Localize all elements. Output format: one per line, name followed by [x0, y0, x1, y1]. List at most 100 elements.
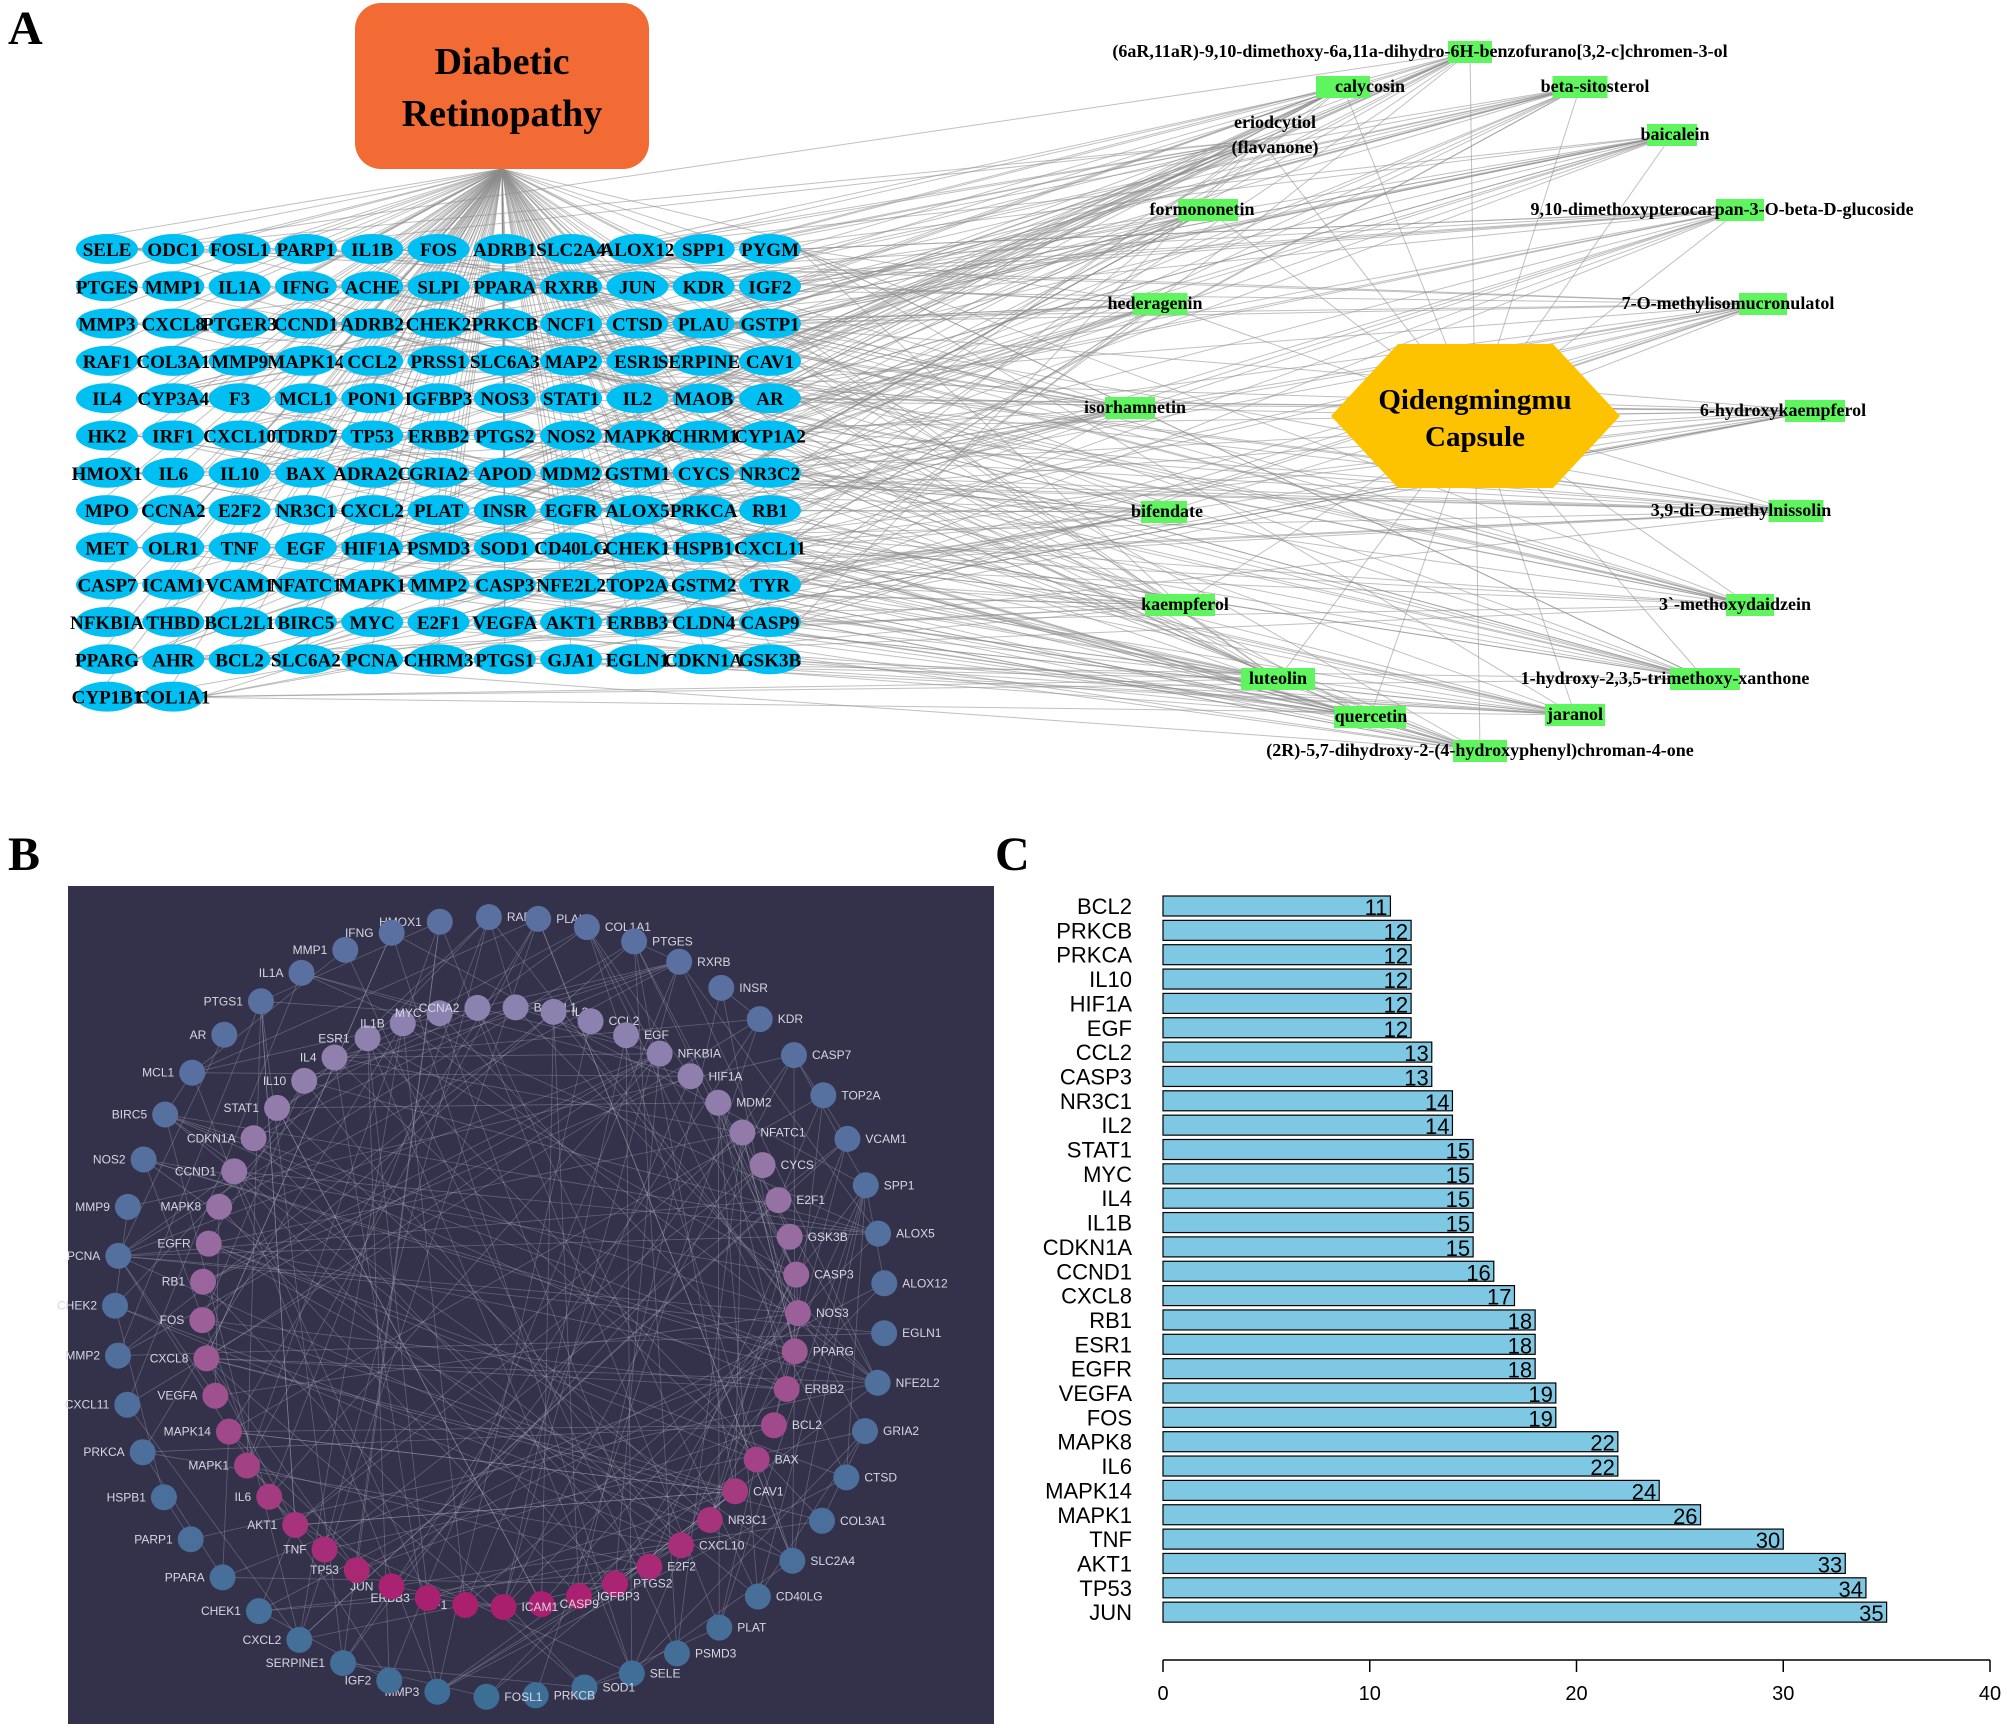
- ppi-edge: [778, 1095, 824, 1201]
- gene-node: [672, 644, 735, 675]
- ppi-edge: [586, 926, 691, 1077]
- gene-node-label: MAP2: [545, 352, 598, 373]
- network-edge: [267, 139, 1261, 250]
- ppi-node: [776, 1223, 803, 1250]
- ppi-node: [189, 1307, 216, 1334]
- x-axis-tick-label: 40: [1979, 1683, 2001, 1705]
- gene-node-label: VCAM1: [205, 576, 274, 597]
- gene-node: [142, 532, 205, 563]
- bar-category-label: MYC: [1083, 1162, 1132, 1187]
- bar-value-label: 13: [1404, 1065, 1428, 1090]
- ppi-node: [105, 1342, 132, 1369]
- ppi-node: [288, 959, 315, 986]
- ppi-node: [376, 1667, 403, 1694]
- gene-node: [76, 457, 138, 488]
- compound-node: [1739, 293, 1787, 315]
- gene-node-label: IL4: [92, 389, 122, 410]
- gene-node-label: HSPB1: [674, 538, 733, 559]
- ppi-edge: [465, 1312, 799, 1606]
- ppi-node: [179, 1059, 206, 1086]
- ppi-node-label: ALOX12: [902, 1276, 948, 1290]
- gene-node: [341, 457, 404, 488]
- ppi-edge: [367, 1037, 797, 1276]
- network-edge: [731, 509, 1165, 513]
- gene-node-label: HIF1A: [344, 538, 401, 559]
- compound-node-label: bifendate: [1131, 501, 1203, 521]
- gene-node: [341, 271, 404, 302]
- ppi-edge: [717, 1102, 788, 1390]
- bar-category-label: VEGFA: [1059, 1381, 1133, 1406]
- bar: [1162, 1114, 1454, 1136]
- bar-category-label: CCL2: [1076, 1040, 1132, 1065]
- gene-node: [407, 644, 470, 675]
- compound-node: [1145, 594, 1215, 616]
- ppi-node-label: MMP2: [65, 1349, 100, 1363]
- ppi-node-label: ESR1: [318, 1031, 350, 1045]
- ppi-edge: [541, 1011, 554, 1605]
- gene-node: [739, 308, 801, 339]
- gene-node: [76, 495, 138, 526]
- formula-node-label-line2: Capsule: [1425, 421, 1525, 453]
- network-edge: [731, 397, 1279, 680]
- ppi-node-label: MAPK1: [188, 1459, 229, 1473]
- network-edge: [797, 303, 1764, 436]
- gene-node-label: MAPK1: [338, 576, 406, 597]
- ppi-node: [105, 1242, 132, 1269]
- bar: [1162, 944, 1412, 966]
- ppi-node-label: TP53: [310, 1563, 339, 1577]
- gene-node-label: IL10: [220, 464, 259, 485]
- network-edge: [305, 168, 503, 236]
- ppi-node-label: PLAT: [737, 1621, 767, 1635]
- gene-node-label: CD40LG: [534, 538, 608, 559]
- network-edge: [305, 168, 503, 571]
- ppi-edge: [503, 1233, 879, 1608]
- ppi-node-label: PPARA: [165, 1570, 205, 1584]
- ppi-edge: [648, 1236, 791, 1567]
- network-edge: [333, 621, 1576, 716]
- network-edge: [201, 86, 1581, 436]
- ppi-edge: [614, 1382, 878, 1585]
- ppi-node-label: IL1A: [259, 966, 284, 980]
- gene-node: [407, 607, 470, 637]
- ppi-node-label: MDM2: [736, 1096, 772, 1110]
- ppi-node: [602, 1570, 629, 1597]
- ppi-edge: [206, 932, 393, 1359]
- gene-node-label: CYP1A2: [734, 427, 806, 448]
- bar-value-label: 24: [1632, 1479, 1656, 1504]
- ppi-edge: [578, 1544, 682, 1597]
- ppi-node: [618, 1660, 645, 1687]
- gene-node: [473, 532, 536, 563]
- network-edge: [267, 51, 1471, 660]
- network-edge: [797, 134, 1673, 399]
- compound-node: [1132, 293, 1188, 315]
- ppi-edge: [258, 1566, 650, 1612]
- compound-node: [1448, 41, 1492, 63]
- ppi-edge: [127, 1018, 760, 1406]
- ppi-node: [247, 988, 274, 1015]
- formula-node-label-line1: Qidengmingmu: [1378, 384, 1571, 416]
- ppi-node: [152, 1101, 179, 1128]
- ppi-edge: [342, 1662, 487, 1698]
- ppi-edge: [437, 1459, 757, 1693]
- gene-node-label: CASP9: [740, 613, 799, 634]
- gene-node-label: OLR1: [148, 538, 199, 559]
- ppi-node: [209, 1564, 236, 1591]
- ppi-edge: [118, 1233, 879, 1257]
- gene-node: [76, 345, 138, 376]
- ppi-node: [706, 1614, 733, 1641]
- ppi-edge: [208, 1132, 743, 1245]
- network-edge: [797, 248, 1706, 680]
- gene-node-label: THBD: [146, 613, 200, 634]
- network-edge: [599, 658, 1371, 718]
- ppi-node-label: ALOX5: [896, 1227, 935, 1241]
- ppi-edge: [206, 1357, 878, 1384]
- gene-node: [274, 271, 337, 302]
- gene-node: [606, 271, 669, 302]
- ppi-edge: [208, 1243, 878, 1384]
- ppi-edge: [258, 1282, 885, 1612]
- ppi-edge: [324, 1430, 866, 1550]
